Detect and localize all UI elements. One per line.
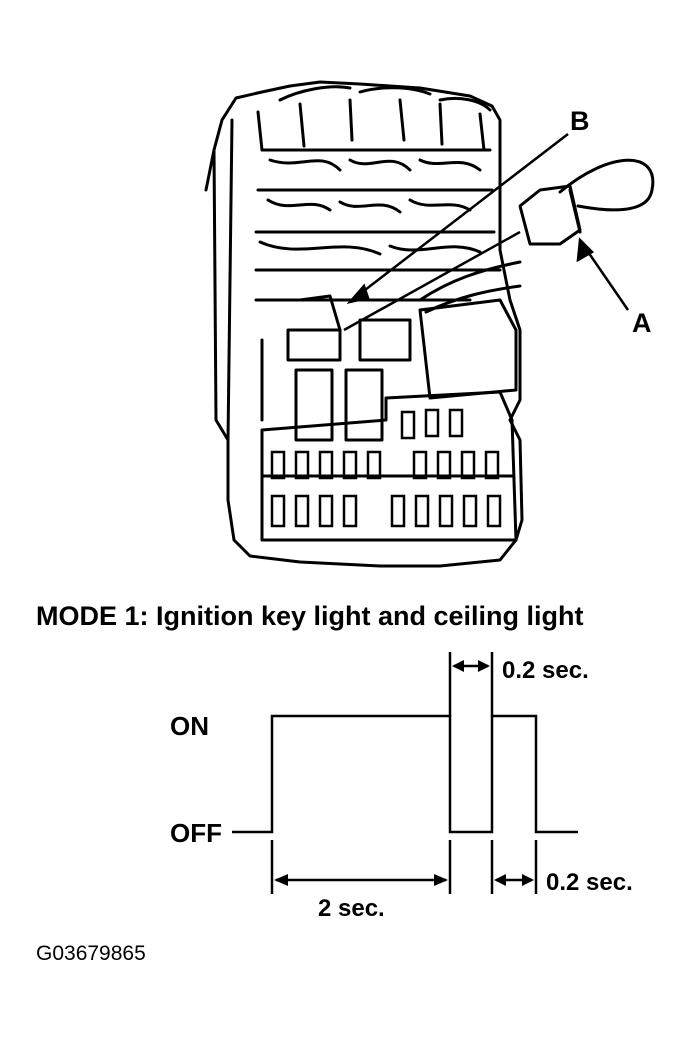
on-state-label: ON [170, 711, 209, 741]
fuse-box-illustration [204, 80, 655, 568]
arrowhead-a [576, 237, 595, 263]
fuse-slots [270, 408, 502, 528]
off-state-label: OFF [170, 818, 222, 848]
pulse-time-top-label: 0.2 sec. [502, 657, 589, 684]
callout-label-b: B [570, 106, 590, 136]
dimension-arrowheads [274, 660, 534, 886]
leader-line-b [351, 133, 569, 301]
signal-waveform [232, 714, 578, 834]
initial-on-time-label: 2 sec. [318, 895, 385, 922]
jumper-wire [343, 230, 521, 332]
callout-label-a: A [632, 308, 652, 338]
pulse-time-right-label: 0.2 sec. [546, 869, 633, 896]
mode-title: MODE 1: Ignition key light and ceiling l… [36, 601, 584, 631]
arrowhead-b [346, 283, 370, 305]
figure-id: G03679865 [36, 942, 146, 965]
callout-leaders [343, 133, 630, 332]
timing-diagram [232, 652, 578, 894]
leader-line-a [582, 245, 630, 311]
